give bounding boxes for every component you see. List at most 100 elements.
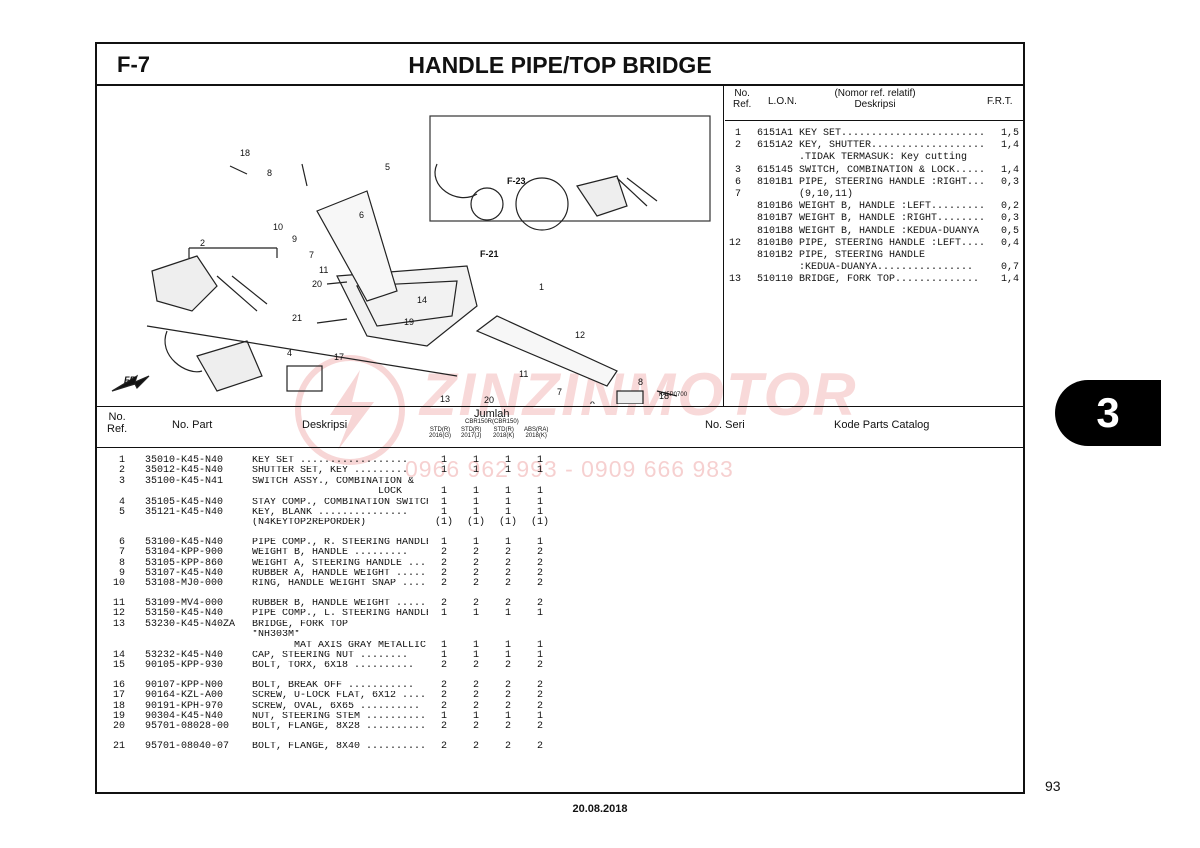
callout: 7 [557,387,562,397]
parts-cell-qty: 2 [440,690,447,702]
parts-cell-qty: 2 [504,660,511,672]
parts-cell-part: 35121-K45-N40 [145,507,224,519]
parts-cell-no: 8 [118,557,125,569]
parts-cell-qty: 2 [536,597,543,609]
parts-header-seri: No. Seri [705,419,745,431]
parts-cell-no: 17 [112,690,125,702]
parts-cell-part: 90304-K45-N40 [145,710,224,722]
parts-cell-qty: 2 [536,700,543,712]
parts-cell-no: 12 [112,608,125,620]
callout: 1 [539,282,544,292]
parts-cell-no: 5 [118,507,125,519]
parts-cell-part: 53150-K45-N40 [145,608,224,620]
callout: 20 [312,279,322,289]
parts-cell-qty: 1 [504,486,511,498]
lon-cell-no [725,262,741,274]
parts-cell-qty: 1 [440,507,447,519]
parts-cell-part: 53232-K45-N40 [145,649,224,661]
parts-cell-no: 18 [112,700,125,712]
parts-cell-qty: 2 [504,568,511,580]
parts-cell-qty: 2 [504,547,511,559]
callout: 18 [659,391,669,401]
parts-header-col-4: ABS(RA) 2018(K) [524,427,549,439]
parts-cell-qty: 1 [504,710,511,722]
watermark-logo-icon [295,355,405,465]
parts-table-header: No. Ref. No. Part Deskripsi Jumlah CBR15… [97,406,1023,448]
parts-cell-qty: 1 [440,608,447,620]
parts-cell-desc: PIPE COMP., R. STEERING HANDLE [252,537,428,548]
parts-cell-qty: 2 [504,740,511,752]
lon-cell-lon [741,189,799,201]
lon-cell-no: 6 [734,176,741,188]
lon-cell-desc: WEIGHT B, HANDLE :LEFT......... [799,201,986,213]
parts-cell-qty: 2 [472,679,479,691]
lon-cell-no: 13 [728,274,741,286]
parts-cell-desc: (N4KEYTOP2REPORDER) [252,518,367,529]
parts-cell-desc: WEIGHT B, HANDLE ......... [252,548,409,559]
parts-cell-no: 11 [112,597,125,609]
parts-header-col-3: STD(R) 2018(K) [493,427,515,439]
lon-row: :KEDUA-DUANYA................0,7 [725,262,1025,274]
parts-cell-qty: (1) [498,517,517,529]
parts-cell-qty [460,620,492,630]
callout: 8 [267,168,272,178]
callout: 11 [519,369,528,379]
parts-cell-qty: 2 [472,578,479,590]
callout: 6 [359,210,364,220]
parts-cell-no: 15 [112,660,125,672]
lon-cell-frt: 0,3 [1001,176,1020,188]
lon-cell-desc: KEY, SHUTTER................... [799,140,986,152]
parts-cell-desc: BOLT, BREAK OFF ........... [252,680,415,691]
parts-cell-qty: 2 [440,679,447,691]
lon-cell-frt [1001,189,1025,201]
lon-header-desc: (Nomor ref. relatif) Deskripsi [834,88,916,110]
parts-cell-part: 35012-K45-N40 [145,465,224,477]
lon-row: .TIDAK TERMASUK: Key cutting [725,152,1025,164]
parts-header-kode: Kode Parts Catalog [834,419,930,431]
lon-cell-desc: WEIGHT B, HANDLE :KEDUA-DUANYA [799,225,980,237]
parts-cell-desc: BOLT, TORX, 6X18 .......... [252,661,415,672]
lon-cell-frt: 1,5 [1001,128,1020,139]
lon-cell-frt [1001,152,1025,164]
parts-cell-qty: 1 [536,608,543,620]
diagram-drawing: 18 8 5 F-23 6 10 9 7 2 11 20 F-21 1 14 1… [111,115,711,431]
lon-cell-lon: 510110 [756,274,793,286]
parts-cell-desc: RUBBER B, HANDLE WEIGHT ..... [252,598,427,609]
parts-cell-qty: 2 [440,578,447,590]
parts-cell-qty: 1 [504,507,511,519]
parts-cell-qty: 2 [504,679,511,691]
parts-cell-qty: 1 [440,455,447,466]
lon-cell-no: 7 [734,189,741,201]
parts-header-no: No. Ref. [107,411,128,435]
parts-cell-qty: 2 [440,568,447,580]
callout: 17 [334,352,344,362]
parts-cell-no: 16 [112,679,125,691]
lon-cell-lon: 8101B8 [756,225,793,237]
callout: 2 [200,238,205,248]
parts-cell-part [125,518,252,528]
parts-cell-qty: 1 [472,649,479,661]
callout: 14 [417,295,427,305]
parts-cell-qty: (1) [434,517,453,529]
watermark-phone: 0966 962 993 - 0909 666 983 [405,456,734,482]
parts-cell-qty: 1 [472,639,479,651]
callout: 19 [404,317,414,327]
lon-cell-frt: 1,4 [1001,164,1020,176]
parts-cell-qty: 1 [472,496,479,508]
